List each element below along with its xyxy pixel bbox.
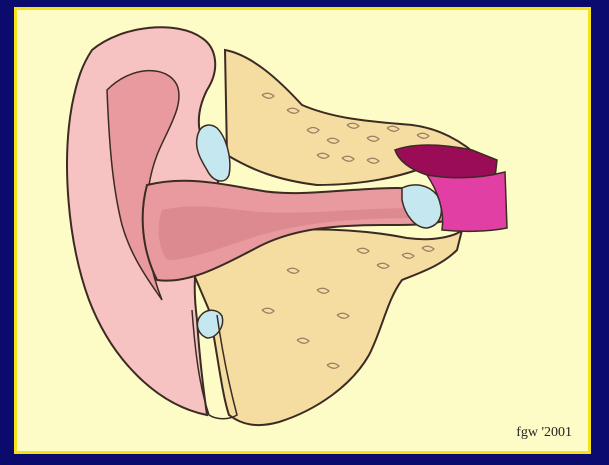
diagram-frame: fgw '2001 xyxy=(14,7,591,454)
ear-cross-section-diagram xyxy=(17,10,588,451)
middle-ear xyxy=(395,145,497,180)
author-credit: fgw '2001 xyxy=(516,425,572,441)
